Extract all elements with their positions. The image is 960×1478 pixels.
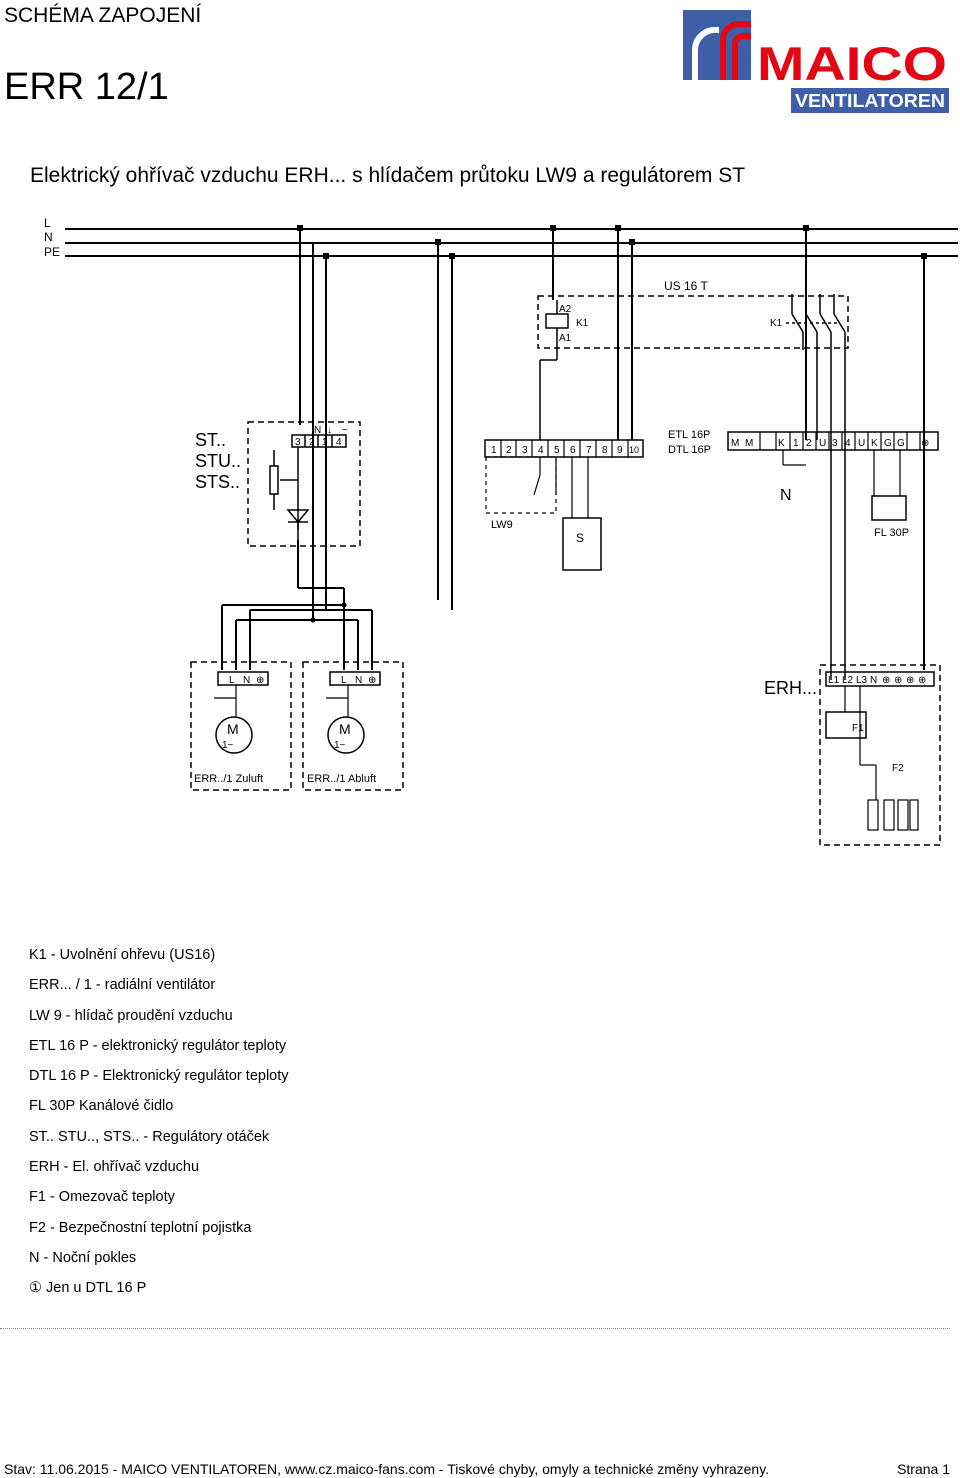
motor-exhaust-phase: 1~ — [334, 740, 346, 751]
legend-item: F1 - Omezovač teploty — [29, 1189, 175, 1206]
motor-exhaust-m: M — [339, 721, 351, 737]
legend-item: ETL 16 P - elektronický regulátor teplot… — [29, 1037, 287, 1054]
coil-k1-label: K1 — [576, 318, 589, 329]
sensor-s-label: S — [576, 531, 584, 545]
footer-status: Stav: 11.06.2015 - MAICO VENTILATOREN, w… — [4, 1461, 770, 1477]
contacts-k1-label: K1 — [770, 318, 783, 329]
lw9-terminal-9: 9 — [617, 445, 623, 456]
lw9-terminal-1: 1 — [491, 445, 497, 456]
fan-supply-label: ERR../1 Zuluft — [194, 773, 263, 785]
st-terminal-3: 3 — [295, 437, 301, 448]
legend-item: LW 9 - hlídač proudění vzduchu — [29, 1007, 233, 1024]
etl-terminal-g1: G — [884, 438, 892, 449]
bus-label-n: N — [44, 230, 53, 244]
etl-terminal-m2: M — [745, 438, 753, 449]
lw9-terminal-3: 3 — [522, 445, 528, 456]
st-symbol-ac: ~ — [342, 425, 348, 436]
fan-exhaust-label: ERR../1 Abluft — [307, 773, 376, 785]
fan-supply-terminal-l: L — [229, 675, 235, 686]
etl-terminal-g2: G — [897, 438, 905, 449]
fan-exhaust-terminal-pe: ⊕ — [368, 675, 376, 686]
legend-item: DTL 16 P - Elektronický regulátor teplot… — [29, 1068, 289, 1085]
lw9-terminal-5: 5 — [554, 445, 560, 456]
erh-terminal-l1: L1 — [828, 675, 840, 686]
etl-terminal-m1: M — [731, 438, 739, 449]
legend-item: ST.. STU.., STS.. - Regulátory otáček — [29, 1128, 270, 1145]
fan-exhaust-terminal-n: N — [355, 675, 362, 686]
lw9-terminal-6: 6 — [570, 445, 576, 456]
bus-label-l: L — [44, 216, 51, 230]
lw9-terminal-8: 8 — [602, 445, 608, 456]
st-symbol-n: N — [314, 425, 321, 436]
etl-terminal-u2: U — [858, 438, 865, 449]
etl-terminal-u1: U — [819, 438, 826, 449]
lw9-terminal-10: 10 — [629, 445, 639, 455]
coil-a2-label: A2 — [559, 304, 572, 315]
etl-terminal-pe: ⊕ — [921, 438, 929, 449]
lw9-terminal-2: 2 — [506, 445, 512, 456]
f2-label: F2 — [892, 763, 904, 774]
lw9-terminal-7: 7 — [586, 445, 592, 456]
us16-label: US 16 T — [664, 279, 708, 293]
st-label-3: STS.. — [195, 472, 240, 492]
dtl-label: DTL 16P — [668, 444, 711, 456]
logo-tagline: VENTILATOREN — [795, 91, 945, 111]
erh-terminal-n: N — [870, 675, 877, 686]
page-number: Strana 1 — [897, 1461, 950, 1477]
document-kicker: SCHÉMA ZAPOJENÍ — [4, 4, 202, 27]
wiring-diagram: L N PE US 16 T A2 A1 K1 K1 ST.. STU.. ST… — [44, 216, 958, 846]
erh-terminal-pe1: ⊕ — [882, 675, 890, 686]
etl-terminal-4: 4 — [845, 438, 851, 449]
erh-terminal-l3: L3 — [856, 675, 868, 686]
st-symbol-arrow: ↓ — [327, 425, 332, 436]
legend-item: K1 - Uvolnění ohřevu (US16) — [29, 947, 216, 963]
legend-item: F2 - Bezpečnostní teplotní pojistka — [29, 1219, 252, 1236]
motor-supply-m: M — [227, 721, 239, 737]
legend-item: FL 30P Kanálové čidlo — [29, 1098, 174, 1115]
lw9-label: LW9 — [491, 519, 513, 531]
legend-list: K1 - Uvolnění ohřevu (US16) ERR... / 1 -… — [29, 940, 289, 1304]
maico-logo: MAICO VENTILATOREN — [683, 10, 949, 113]
etl-terminal-2: 2 — [806, 438, 812, 449]
lw9-terminal-4: 4 — [538, 445, 544, 456]
fan-exhaust-terminal-l: L — [341, 675, 347, 686]
st-label-2: STU.. — [195, 451, 241, 471]
etl-terminal-1: 1 — [793, 438, 799, 449]
legend-item: N - Noční pokles — [29, 1249, 137, 1266]
night-label: N — [780, 487, 792, 504]
etl-label: ETL 16P — [668, 429, 710, 441]
document-title: ERR 12/1 — [4, 66, 169, 108]
erh-terminal-pe4: ⊕ — [918, 675, 926, 686]
legend-item: ERR... / 1 - radiální ventilátor — [29, 977, 216, 994]
legend-item: ① Jen u DTL 16 P — [29, 1280, 147, 1297]
footer-separator — [0, 1328, 950, 1329]
fan-supply-terminal-pe: ⊕ — [256, 675, 264, 686]
fan-supply-terminal-n: N — [243, 675, 250, 686]
etl-terminal-k2: K — [871, 438, 878, 449]
st-terminal-2: 2 — [309, 437, 315, 448]
coil-a1-label: A1 — [559, 333, 572, 344]
st-terminal-1: 1 — [322, 437, 328, 448]
legend-item: ERH - El. ohřívač vzduchu — [29, 1159, 200, 1176]
etl-terminal-3: 3 — [832, 438, 838, 449]
etl-terminal-k1: K — [778, 438, 785, 449]
st-terminal-4: 4 — [336, 437, 342, 448]
erh-label: ERH... — [764, 678, 817, 698]
logo-wordmark: MAICO — [757, 37, 947, 90]
fl30p-label: FL 30P — [874, 527, 909, 539]
f1-label: F1 — [852, 723, 864, 734]
bus-label-pe: PE — [44, 245, 60, 259]
erh-terminal-l2: L2 — [842, 675, 854, 686]
document-subtitle: Elektrický ohřívač vzduchu ERH... s hlíd… — [30, 164, 746, 187]
erh-terminal-pe3: ⊕ — [906, 675, 914, 686]
st-label-1: ST.. — [195, 430, 226, 450]
motor-supply-phase: 1~ — [222, 740, 234, 751]
erh-terminal-pe2: ⊕ — [894, 675, 902, 686]
